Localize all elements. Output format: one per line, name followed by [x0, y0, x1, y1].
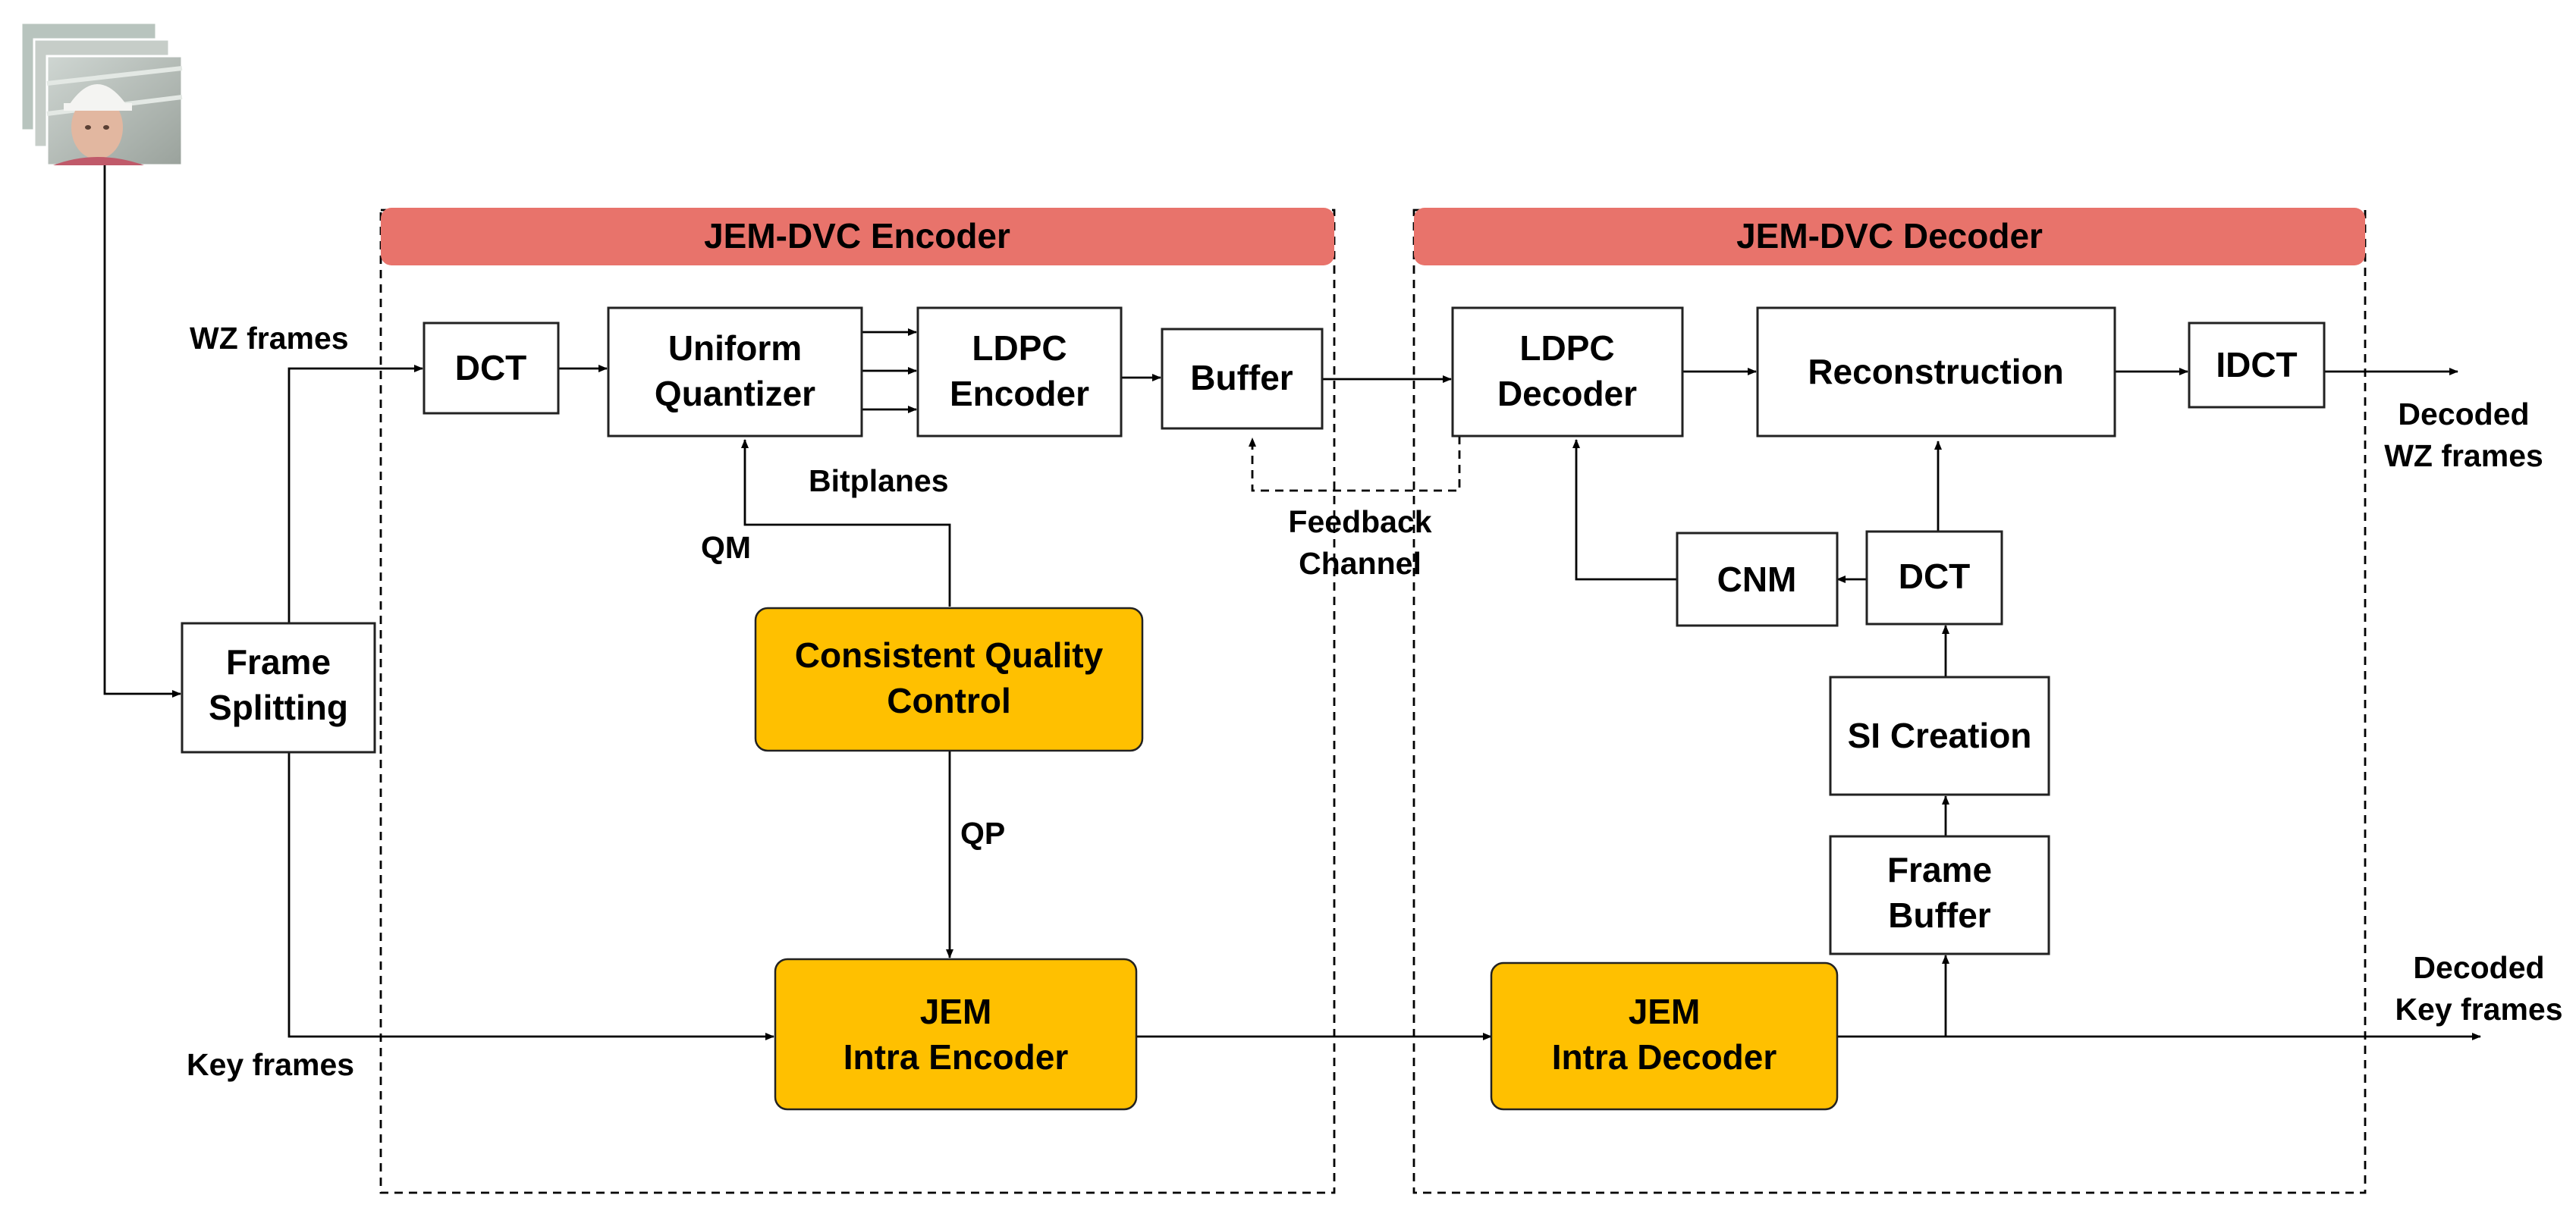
reconstruction-block: Reconstruction: [1756, 306, 2116, 438]
svg-text:Reconstruction: Reconstruction: [1808, 352, 2063, 391]
decoder-dct-block: DCT: [1865, 530, 2003, 626]
connections: [103, 165, 2481, 1040]
ldpc-decoder-block: LDPC Decoder: [1451, 306, 1684, 438]
idct-block: IDCT: [2188, 322, 2326, 409]
svg-text:Uniform: Uniform: [668, 328, 802, 368]
svg-text:Encoder: Encoder: [950, 374, 1089, 413]
svg-text:JEM-DVC Decoder: JEM-DVC Decoder: [1736, 216, 2043, 256]
svg-text:Buffer: Buffer: [1888, 895, 1991, 935]
bitplanes-label: Bitplanes: [809, 463, 949, 498]
decoded-wz-frames-label: WZ frames: [2384, 438, 2543, 473]
decoded-wz-label: Decoded: [2398, 397, 2529, 431]
svg-text:Buffer: Buffer: [1190, 358, 1293, 397]
svg-text:JEM: JEM: [1629, 992, 1701, 1031]
qm-label: QM: [701, 530, 751, 565]
jem-intra-decoder-block: JEM Intra Decoder: [1490, 961, 1839, 1111]
ldpc-encoder-block: LDPC Encoder: [916, 306, 1123, 438]
svg-text:DCT: DCT: [455, 348, 527, 387]
svg-text:Quantizer: Quantizer: [655, 374, 815, 413]
channel-label: Channel: [1299, 546, 1422, 581]
svg-text:Frame: Frame: [1887, 850, 1992, 889]
svg-text:JEM-DVC Encoder: JEM-DVC Encoder: [704, 216, 1010, 256]
svg-text:LDPC: LDPC: [972, 328, 1067, 368]
svg-text:Intra Encoder: Intra Encoder: [843, 1037, 1069, 1077]
svg-text:SI Creation: SI Creation: [1848, 716, 2032, 755]
feedback-label: Feedback: [1288, 504, 1431, 539]
key-frames-label: Key frames: [187, 1047, 354, 1082]
encoder-header: JEM-DVC Encoder: [381, 208, 1334, 265]
wz-frames-label: WZ frames: [190, 321, 349, 356]
cnm-block: CNM: [1676, 532, 1839, 627]
decoded-key-frames-label: Key frames: [2395, 992, 2562, 1027]
frame-buffer-block: Frame Buffer: [1829, 835, 2050, 955]
encoder-dct-block: DCT: [423, 322, 560, 415]
svg-text:Intra Decoder: Intra Decoder: [1552, 1037, 1777, 1077]
uniform-quantizer-block: Uniform Quantizer: [607, 306, 863, 438]
qp-label: QP: [960, 816, 1005, 851]
svg-text:DCT: DCT: [1899, 557, 1971, 596]
svg-text:Splitting: Splitting: [209, 688, 348, 727]
frame-splitting-block: Frame Splitting: [181, 622, 376, 754]
video-frames-icon: [20, 21, 184, 167]
buffer-block: Buffer: [1161, 328, 1324, 430]
svg-text:IDCT: IDCT: [2216, 345, 2297, 384]
jem-intra-encoder-block: JEM Intra Encoder: [774, 958, 1138, 1111]
svg-text:Frame: Frame: [226, 642, 331, 682]
svg-text:JEM: JEM: [920, 992, 992, 1031]
svg-text:Decoder: Decoder: [1497, 374, 1637, 413]
si-creation-block: SI Creation: [1829, 676, 2050, 796]
decoded-key-label: Decoded: [2413, 950, 2544, 985]
decoder-header: JEM-DVC Decoder: [1414, 208, 2365, 265]
svg-text:CNM: CNM: [1717, 560, 1797, 599]
svg-text:LDPC: LDPC: [1519, 328, 1614, 368]
svg-text:Control: Control: [887, 681, 1011, 720]
consistent-quality-control-block: Consistent Quality Control: [754, 607, 1144, 752]
svg-text:Consistent Quality: Consistent Quality: [795, 635, 1104, 675]
